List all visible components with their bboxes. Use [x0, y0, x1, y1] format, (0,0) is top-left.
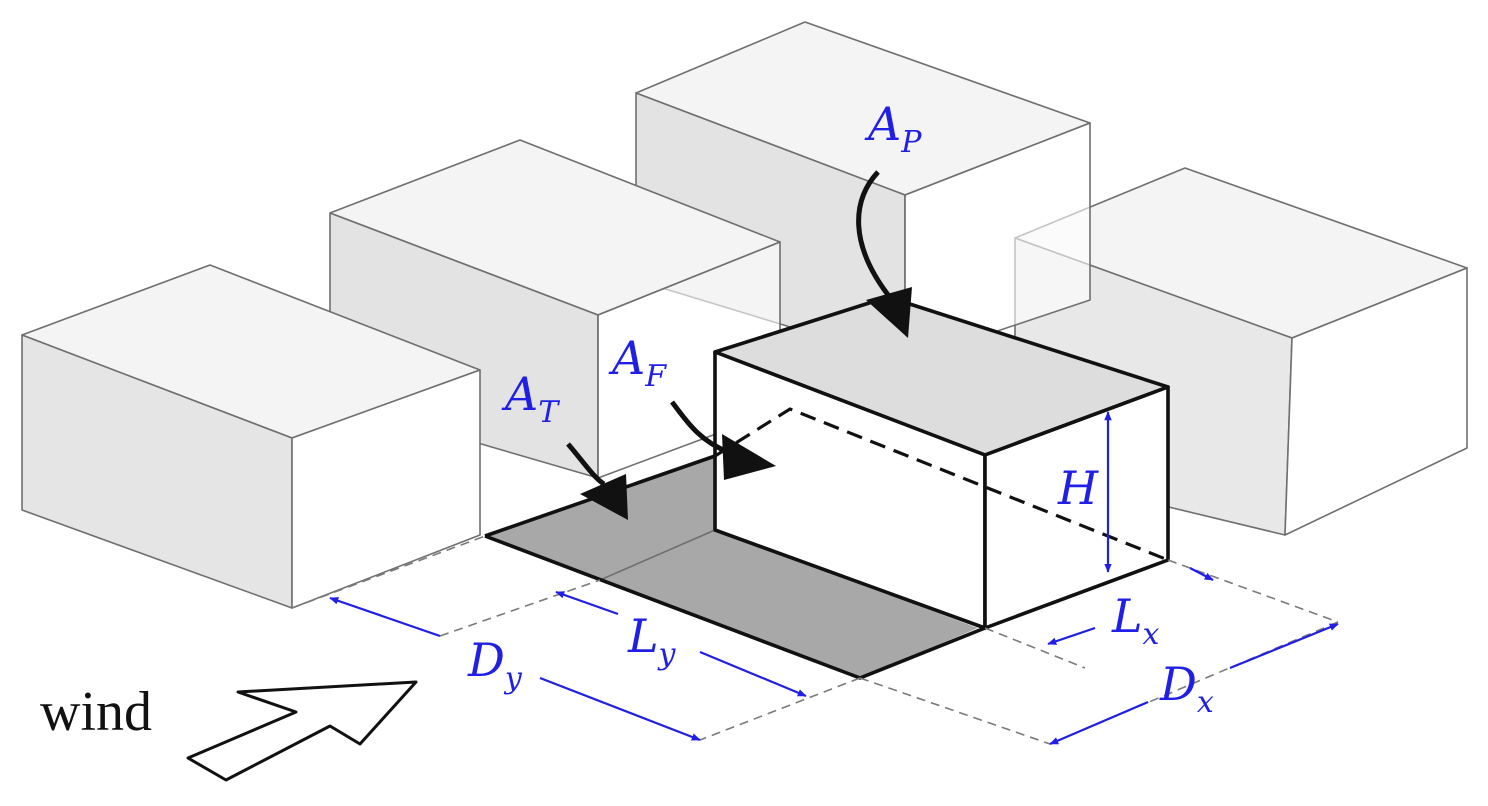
label-af: AF [608, 331, 667, 394]
label-ly: Ly [627, 609, 677, 672]
dim-dy-left [329, 596, 441, 638]
canyon-floor [485, 456, 978, 678]
label-at: AT [501, 367, 560, 430]
dimension-lines [329, 411, 1339, 746]
label-ap: AP [864, 97, 922, 160]
label-lx: Lx [1111, 589, 1160, 652]
dim-ly-left [555, 590, 619, 616]
label-wind: wind [40, 681, 152, 743]
dim-lx-left [1047, 626, 1096, 646]
arrow-af-head [722, 434, 776, 480]
label-dy: Dy [467, 633, 523, 696]
dim-lx-right [1189, 567, 1214, 581]
dim-dx-left [1049, 700, 1149, 746]
dim-dy-right [539, 676, 701, 742]
building-front-left [21, 264, 481, 609]
dim-dx-right [1229, 622, 1339, 670]
flux-arrows [566, 170, 912, 520]
dim-ly-right [699, 650, 807, 698]
label-h: H [1057, 461, 1099, 515]
label-dx: Dx [1159, 657, 1214, 720]
wind-arrow-icon [186, 680, 418, 782]
arrow-ap-head [866, 287, 912, 338]
arrow-at-head [580, 474, 628, 520]
